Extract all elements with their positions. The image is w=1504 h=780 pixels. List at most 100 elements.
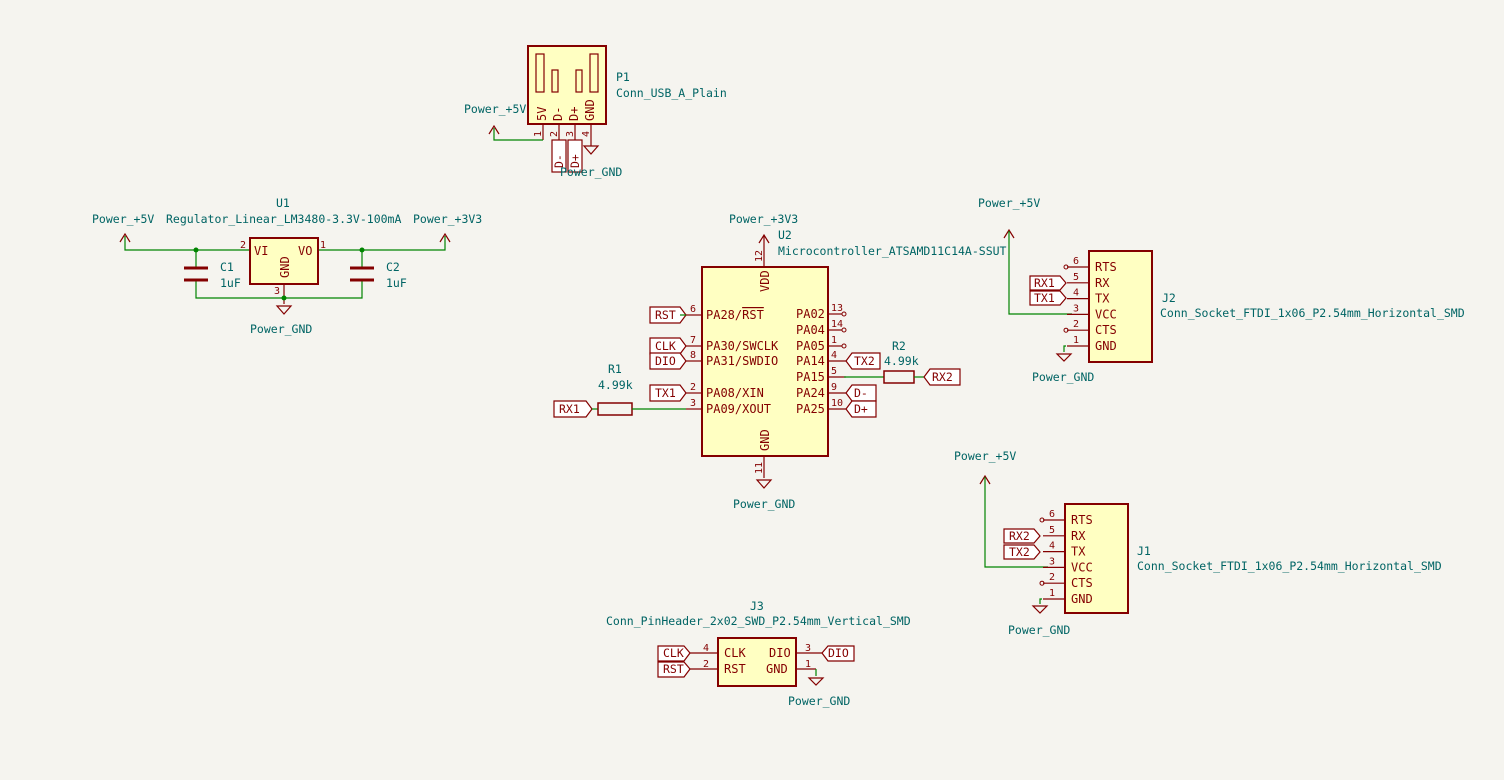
microcontroller-u2[interactable]: Power_+3V3 12 U2 Microcontroller_ATSAMD1… — [553, 212, 1007, 511]
ftdi-pin-name: TX — [1095, 292, 1110, 306]
u1-5v-label: Power_+5V — [92, 212, 154, 226]
net-label-rx1-j2[interactable] — [1029, 275, 1067, 291]
net-label-tx1-j2-text: TX1 — [1034, 291, 1055, 305]
net-label-clk-j3-text: CLK — [663, 646, 684, 660]
net-label-dm[interactable] — [551, 139, 567, 173]
net-label-rx2[interactable] — [923, 368, 961, 386]
ftdi-pin-name: RTS — [1071, 513, 1093, 527]
p1-body — [527, 45, 607, 125]
c2-value: 1uF — [386, 276, 407, 290]
c1-ref: C1 — [220, 260, 234, 274]
power-arrow — [979, 474, 991, 485]
u2-pin-num: 11 — [754, 462, 765, 474]
net-label-rx1[interactable] — [553, 400, 593, 418]
power-arrow — [758, 233, 770, 244]
r1-body — [597, 402, 633, 416]
u2-3v3-label: Power_+3V3 — [729, 212, 798, 226]
ftdi-pin-num: 4 — [1049, 541, 1055, 552]
net-label-tx1[interactable] — [649, 384, 687, 402]
gnd-symbol — [582, 145, 600, 155]
net-label-dio-j3[interactable] — [821, 645, 855, 662]
u2-right-pin-num: 9 — [831, 382, 837, 393]
u2-gnd-label: Power_GND — [733, 497, 795, 511]
j3-pin-num: 2 — [703, 659, 709, 670]
p1-ref: P1 — [616, 70, 630, 84]
u2-left-pin-num: 7 — [690, 335, 696, 346]
net-label-dm-u2[interactable] — [845, 384, 877, 402]
net-label-rx2-j1-text: RX2 — [1009, 529, 1030, 543]
u2-left-pin-name: PA08/XIN — [706, 386, 764, 400]
u2-left-pin-name: PA09/XOUT — [706, 402, 771, 416]
no-connect-marker — [1039, 517, 1045, 523]
u2-right-pin-name: PA14 — [796, 354, 825, 368]
gnd-symbol — [807, 677, 825, 686]
j3-value: Conn_PinHeader_2x02_SWD_P2.54mm_Vertical… — [606, 614, 911, 628]
u2-right-pin-name: PA25 — [796, 402, 825, 416]
ftdi-pin-num: 4 — [1073, 288, 1079, 299]
no-connect-marker — [1063, 327, 1069, 333]
j2-gnd-label: Power_GND — [1032, 370, 1094, 384]
net-label-tx1-j2[interactable] — [1029, 290, 1067, 306]
j3-pin-gnd: GND — [766, 662, 788, 676]
u2-left-pin-num: 3 — [690, 398, 696, 409]
gnd-symbol — [1055, 353, 1073, 362]
net-label-rst[interactable] — [649, 306, 687, 324]
net-label-rx1-j2-text: RX1 — [1034, 276, 1055, 290]
u2-right-pin-name: PA24 — [796, 386, 825, 400]
net-label-tx2-j1[interactable] — [1003, 544, 1041, 560]
net-label-clk[interactable] — [649, 337, 687, 355]
u2-pin-vdd: VDD — [758, 270, 772, 292]
net-label-dp-u2-text: D+ — [854, 402, 868, 416]
u1-pin-gnd: GND — [278, 256, 292, 278]
u2-left-pin-num: 2 — [690, 382, 696, 393]
p1-pin-num: 2 — [549, 131, 560, 137]
u1-pin-vi: VI — [254, 244, 268, 258]
net-label-rx1-text: RX1 — [559, 402, 580, 416]
net-label-dio-text: DIO — [655, 354, 676, 368]
u2-left-pin-name: PA31/SWDIO — [706, 354, 778, 368]
ftdi-pin-name: VCC — [1095, 307, 1117, 321]
j3-pin-num: 3 — [805, 643, 811, 654]
p1-contact — [589, 53, 599, 93]
net-label-rst-j3[interactable] — [657, 661, 691, 678]
net-label-dio[interactable] — [649, 352, 687, 370]
net-label-dp-u2[interactable] — [845, 400, 877, 418]
r2-body — [883, 370, 915, 384]
regulator-u1[interactable]: U1 Power_+5V Regulator_Linear_LM3480-3.3… — [92, 196, 482, 336]
u2-value: Microcontroller_ATSAMD11C14A-SSUT — [778, 244, 1007, 258]
power-arrow — [488, 124, 500, 135]
p1-pin-num: 4 — [581, 131, 592, 137]
u1-3v3-label: Power_+3V3 — [413, 212, 482, 226]
net-label-dp[interactable] — [567, 139, 583, 173]
ftdi-pin-name: CTS — [1071, 576, 1093, 590]
net-label-tx2[interactable] — [845, 352, 881, 370]
j3-pin-num: 1 — [805, 659, 811, 670]
power-arrow — [439, 232, 451, 243]
ftdi-pin-name: GND — [1095, 339, 1117, 353]
net-label-clk-j3[interactable] — [657, 645, 691, 662]
u2-right-pin-num: 14 — [831, 319, 843, 330]
ftdi-pin-num: 1 — [1049, 588, 1055, 599]
swd-header-j3[interactable]: J3 Conn_PinHeader_2x02_SWD_P2.54mm_Verti… — [606, 599, 911, 708]
p1-contact — [575, 69, 583, 93]
net-label-tx2-text: TX2 — [854, 354, 875, 368]
no-connect-marker — [1063, 264, 1069, 270]
ftdi-pin-num: 1 — [1073, 335, 1079, 346]
net-label-rx2-j1[interactable] — [1003, 528, 1041, 544]
j2-body — [1088, 250, 1153, 363]
no-connect-marker — [841, 343, 847, 349]
ftdi-pin-name: VCC — [1071, 560, 1093, 574]
usb-connector-p1[interactable]: P1 Conn_USB_A_Plain 5V D- D+ GND 1 2 3 4… — [464, 45, 727, 179]
u2-right-pin-name: PA04 — [796, 323, 825, 337]
net-label-tx1-text: TX1 — [655, 386, 676, 400]
c1-value: 1uF — [220, 276, 241, 290]
ftdi-pin-name: RX — [1095, 276, 1110, 290]
j1-body — [1064, 503, 1129, 614]
u2-right-pin-num: 5 — [831, 366, 837, 377]
j2-ref: J2 — [1162, 291, 1176, 305]
